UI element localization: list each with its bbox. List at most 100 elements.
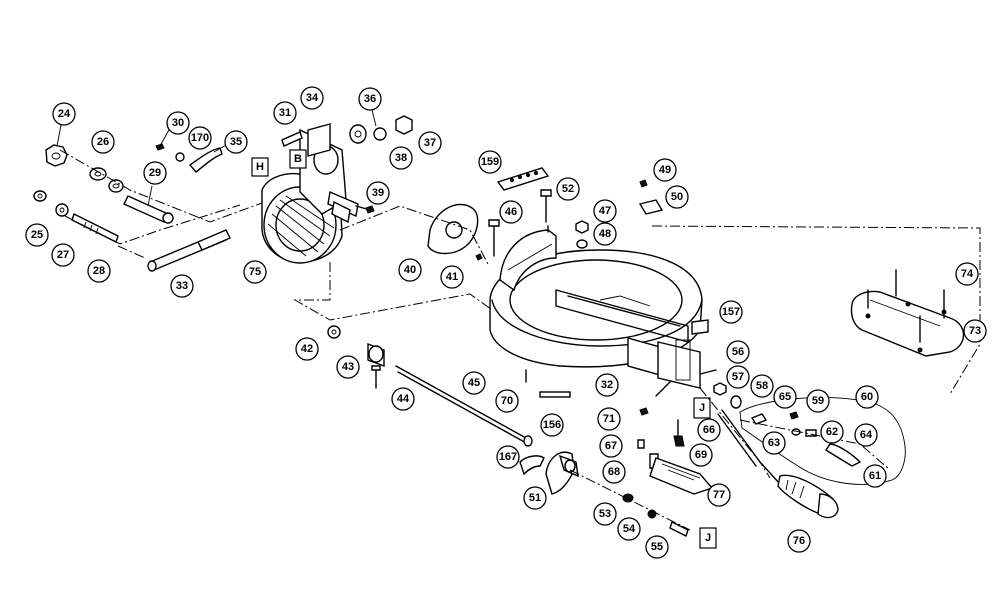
guard-plate [293, 203, 521, 331]
callout-26: 26 [91, 130, 115, 154]
callout-75: 75 [243, 260, 267, 284]
svg-text:76: 76 [793, 535, 805, 547]
callout-32: 32 [595, 373, 619, 397]
pivot-rod-assembly [327, 325, 533, 447]
callout-45: 45 [462, 371, 486, 395]
svg-text:25: 25 [31, 229, 43, 241]
svg-text:48: 48 [599, 228, 611, 240]
svg-text:167: 167 [499, 451, 517, 463]
callout-42: 42 [295, 337, 319, 361]
callout-24: 24 [52, 102, 76, 126]
callout-170: 170 [188, 126, 212, 150]
callout-37: 37 [418, 131, 442, 155]
svg-text:44: 44 [397, 393, 410, 405]
svg-text:67: 67 [605, 440, 617, 452]
callout-36: 36 [358, 87, 382, 111]
saw-table-base [489, 229, 703, 398]
svg-text:24: 24 [58, 108, 71, 120]
clamp-strip [496, 167, 550, 191]
callout-40: 40 [398, 258, 422, 282]
callout-66: 66 [697, 418, 721, 442]
tilt-yoke [519, 451, 579, 495]
svg-text:27: 27 [57, 249, 69, 261]
svg-text:41: 41 [446, 271, 458, 283]
svg-text:34: 34 [306, 92, 319, 104]
svg-text:74: 74 [961, 268, 974, 280]
svg-text:157: 157 [722, 306, 740, 318]
svg-text:77: 77 [713, 489, 725, 501]
callout-73: 73 [963, 319, 987, 343]
tag-b: B [289, 149, 307, 169]
clip-plate [638, 179, 664, 215]
svg-text:56: 56 [732, 346, 744, 358]
callout-53: 53 [593, 502, 617, 526]
svg-text:66: 66 [703, 424, 715, 436]
bottom-hardware [569, 469, 691, 537]
svg-text:50: 50 [671, 191, 683, 203]
svg-text:59: 59 [812, 395, 824, 407]
svg-text:38: 38 [395, 152, 407, 164]
callout-62: 62 [820, 420, 844, 444]
callout-59: 59 [806, 389, 830, 413]
svg-text:53: 53 [599, 508, 611, 520]
svg-text:45: 45 [468, 377, 480, 389]
svg-text:159: 159 [481, 156, 499, 168]
callout-63: 63 [762, 431, 786, 455]
callout-35: 35 [224, 130, 248, 154]
callout-39: 39 [366, 181, 390, 205]
svg-text:37: 37 [424, 137, 436, 149]
callout-69: 69 [689, 443, 713, 467]
callout-70: 70 [495, 389, 519, 413]
svg-text:31: 31 [279, 107, 291, 119]
svg-text:29: 29 [149, 167, 161, 179]
svg-text:51: 51 [529, 492, 541, 504]
svg-text:57: 57 [732, 371, 744, 383]
callout-48: 48 [593, 222, 617, 246]
svg-text:46: 46 [505, 206, 517, 218]
callout-50: 50 [665, 185, 689, 209]
callout-33: 33 [170, 274, 194, 298]
svg-text:69: 69 [695, 449, 707, 461]
svg-text:J: J [705, 532, 711, 544]
svg-text:55: 55 [651, 541, 663, 553]
locking-handle [699, 387, 839, 519]
svg-text:35: 35 [230, 136, 242, 148]
svg-text:70: 70 [501, 395, 513, 407]
svg-text:61: 61 [869, 470, 881, 482]
callout-47: 47 [593, 199, 617, 223]
svg-text:40: 40 [404, 264, 416, 276]
svg-text:75: 75 [249, 266, 261, 278]
callout-159: 159 [478, 150, 502, 174]
lock-hardware [637, 381, 685, 469]
callout-27: 27 [51, 243, 75, 267]
callout-34: 34 [300, 86, 324, 110]
clamp-lever [649, 457, 714, 495]
callout-43: 43 [336, 355, 360, 379]
callout-56: 56 [726, 340, 750, 364]
spring-clip-assembly [155, 127, 229, 173]
svg-text:49: 49 [659, 164, 671, 176]
callout-41: 41 [440, 265, 464, 289]
svg-text:73: 73 [969, 325, 981, 337]
svg-text:43: 43 [342, 361, 354, 373]
svg-text:H: H [256, 161, 264, 173]
svg-text:28: 28 [93, 265, 105, 277]
svg-text:32: 32 [601, 379, 613, 391]
callout-38: 38 [389, 146, 413, 170]
svg-text:54: 54 [623, 523, 636, 535]
callout-46: 46 [499, 200, 523, 224]
callout-51: 51 [523, 486, 547, 510]
callout-49: 49 [653, 158, 677, 182]
callout-58: 58 [750, 374, 774, 398]
callout-54: 54 [617, 517, 641, 541]
callout-76: 76 [787, 529, 811, 553]
bushing-nut-assembly [349, 109, 413, 144]
callout-57: 57 [726, 365, 750, 389]
callout-156: 156 [540, 413, 564, 437]
tag-h: H [251, 157, 269, 177]
callout-31: 31 [273, 101, 297, 125]
callout-25: 25 [25, 223, 49, 247]
svg-text:65: 65 [779, 391, 791, 403]
callout-28: 28 [87, 259, 111, 283]
